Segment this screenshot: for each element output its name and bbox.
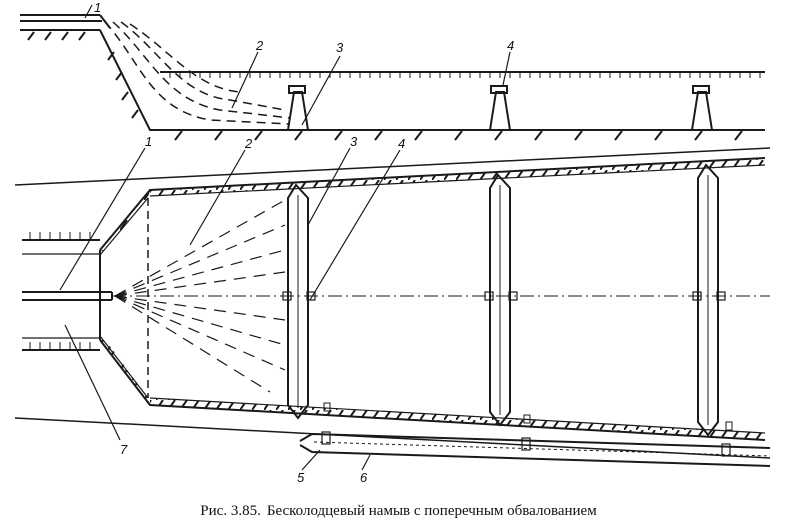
embankment-top xyxy=(99,157,766,251)
section-label-pipe: 1 xyxy=(94,0,101,15)
embankment-bottom xyxy=(99,339,766,441)
approach-embankments xyxy=(22,232,100,351)
drain-well-3 xyxy=(721,443,731,457)
slurry-stream xyxy=(104,21,291,125)
section-ground-hatch xyxy=(27,31,743,141)
section-dike-2 xyxy=(489,91,511,131)
transverse-dikes xyxy=(282,163,726,437)
drainage-pipe-lower xyxy=(299,444,771,467)
transverse-dike-1 xyxy=(282,183,316,420)
plan-label-approach: 7 xyxy=(120,442,128,457)
plan-label-dike: 3 xyxy=(350,134,358,149)
plan-label-rack: 4 xyxy=(398,136,405,151)
plan-label-drain-well: 5 xyxy=(297,470,305,485)
plan-view xyxy=(14,147,771,471)
section-leaders xyxy=(84,4,511,126)
plan-label-fan: 2 xyxy=(244,136,253,151)
section-surface-ticks xyxy=(169,72,761,78)
section-ground-line xyxy=(99,29,765,131)
drainage-pipes xyxy=(299,402,771,467)
plan-label-drain-pipe: 6 xyxy=(360,470,368,485)
section-dike-cap-1 xyxy=(288,85,306,94)
caption-number: Рис. 3.85. xyxy=(200,503,261,519)
figure-caption: Рис. 3.85. Бесколодцевый намыв с поперечн… xyxy=(0,503,797,520)
plan-label-pipe: 1 xyxy=(145,134,152,149)
transverse-dike-2 xyxy=(484,173,518,427)
section-label-dike: 3 xyxy=(336,40,344,55)
caption-text: Бесколодцевый намыв с поперечным обвалов… xyxy=(266,503,597,519)
slurry-pipeline xyxy=(22,291,113,301)
drain-well-1 xyxy=(321,431,331,445)
site-boundary-top xyxy=(14,147,771,186)
slurry-fan xyxy=(114,199,286,393)
section-label-rack: 4 xyxy=(507,38,514,53)
drainage-pipe-upper xyxy=(299,432,771,449)
section-dike-cap-2 xyxy=(490,85,508,94)
section-dike-1 xyxy=(287,91,309,131)
plan-leaders xyxy=(59,147,401,471)
site-boundary-bottom xyxy=(14,417,771,459)
transverse-dike-3 xyxy=(692,163,726,437)
section-dike-cap-3 xyxy=(692,85,710,94)
cross-section xyxy=(20,4,765,141)
section-dikes xyxy=(287,85,713,131)
diagram: 1 2 3 4 xyxy=(14,0,771,485)
section-dike-3 xyxy=(691,91,713,131)
section-label-stream: 2 xyxy=(255,38,264,53)
drain-well-2 xyxy=(521,437,531,451)
